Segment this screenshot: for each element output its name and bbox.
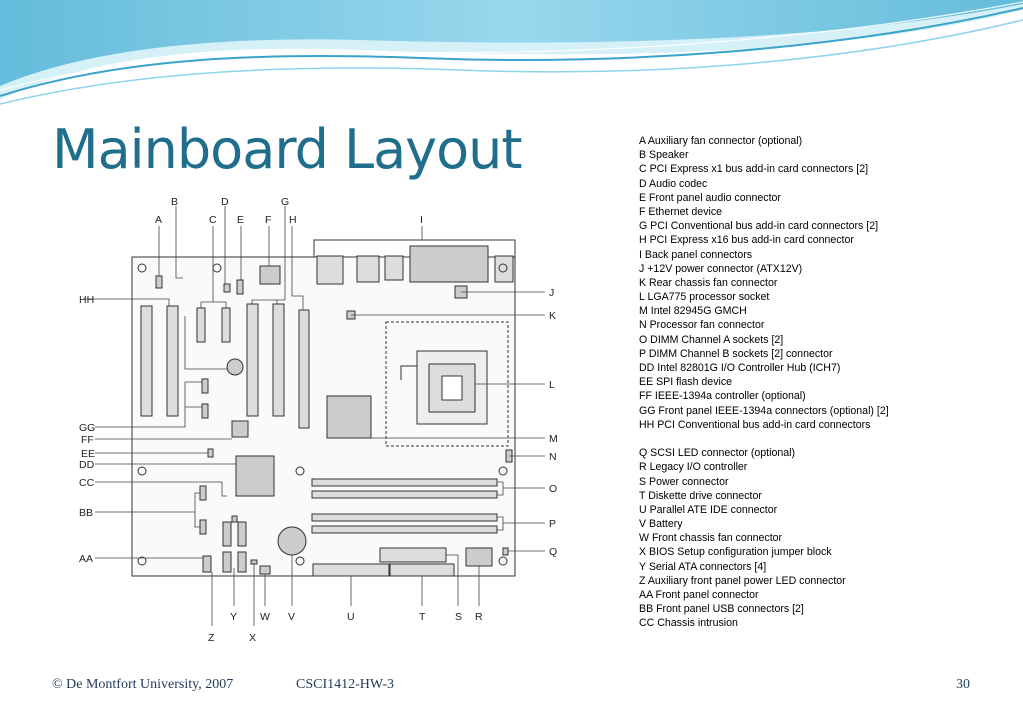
legend-item: J +12V power connector (ATX12V) xyxy=(639,262,803,275)
slide-header-wave xyxy=(0,0,1023,105)
board-label-top-6: F xyxy=(265,214,271,226)
board-label-bottom-4: T xyxy=(419,611,426,623)
legend-item: L LGA775 processor socket xyxy=(639,291,770,304)
board-label-bottom-7: Z xyxy=(208,632,215,644)
component-legend: A Auxiliary fan connector (optional) B S… xyxy=(639,134,1019,631)
board-label-bottom-0: Y xyxy=(230,611,237,623)
slide-title: Mainboard Layout xyxy=(52,118,523,181)
legend-item: CC Chassis intrusion xyxy=(639,617,738,630)
legend-item: F Ethernet device xyxy=(639,205,723,218)
board-label-right-0: J xyxy=(549,287,554,299)
legend-item: GG Front panel IEEE-1394a connectors (op… xyxy=(639,404,889,417)
legend-item: M Intel 82945G GMCH xyxy=(639,305,747,318)
legend-item: T Diskette drive connector xyxy=(639,489,762,502)
legend-item: R Legacy I/O controller xyxy=(639,461,748,474)
board-label-bottom-1: W xyxy=(260,611,270,623)
legend-item: U Parallel ATE IDE connector xyxy=(639,503,778,516)
board-label-top-1: D xyxy=(221,196,229,208)
board-label-bottom-6: R xyxy=(475,611,483,623)
board-label-left-2: FF xyxy=(81,434,94,446)
legend-item: V Battery xyxy=(639,518,683,531)
board-label-bottom-2: V xyxy=(288,611,295,623)
legend-item: P DIMM Channel B sockets [2] connector xyxy=(639,347,833,360)
legend-item: B Speaker xyxy=(639,149,689,162)
board-label-left-7: AA xyxy=(79,553,93,565)
legend-item: N Processor fan connector xyxy=(639,319,765,332)
board-label-top-8: I xyxy=(420,214,423,226)
board-label-left-6: BB xyxy=(79,507,93,519)
board-label-top-0: B xyxy=(171,196,178,208)
legend-item: Q SCSI LED connector (optional) xyxy=(639,447,796,460)
footer-page-number: 30 xyxy=(956,677,970,692)
legend-item: X BIOS Setup configuration jumper block xyxy=(639,546,832,559)
footer-copyright: © De Montfort University, 2007 xyxy=(52,677,234,692)
board-label-bottom-3: U xyxy=(347,611,355,623)
legend-item: H PCI Express x16 bus add-in card connec… xyxy=(639,234,854,247)
footer-course-code: CSCI1412-HW-3 xyxy=(296,677,394,692)
board-label-top-3: A xyxy=(155,214,162,226)
board-label-right-6: P xyxy=(549,518,556,530)
legend-item: I Back panel connectors xyxy=(639,248,753,261)
legend-item: S Power connector xyxy=(639,475,729,488)
legend-item: Y Serial ATA connectors [4] xyxy=(639,560,767,573)
board-label-right-3: M xyxy=(549,433,558,445)
board-label-top-7: H xyxy=(289,214,297,226)
board-label-top-5: E xyxy=(237,214,244,226)
board-label-left-4: DD xyxy=(79,459,95,471)
legend-item: DD Intel 82801G I/O Controller Hub (ICH7… xyxy=(639,362,841,374)
board-label-top-2: G xyxy=(281,196,289,208)
legend-item: W Front chassis fan connector xyxy=(639,532,783,545)
legend-item: HH PCI Conventional bus add-in card conn… xyxy=(639,418,871,431)
board-label-left-5: CC xyxy=(79,477,95,489)
legend-item: EE SPI flash device xyxy=(639,376,733,389)
board-label-right-4: N xyxy=(549,451,557,463)
legend-item: FF IEEE-1394a controller (optional) xyxy=(639,390,806,403)
legend-item: O DIMM Channel A sockets [2] xyxy=(639,333,784,346)
board-label-bottom-5: S xyxy=(455,611,462,623)
legend-item: BB Front panel USB connectors [2] xyxy=(639,603,804,616)
legend-spacer xyxy=(639,432,1019,446)
board-label-right-1: K xyxy=(549,310,556,322)
legend-item: Z Auxiliary front panel power LED connec… xyxy=(639,574,846,587)
board-label-top-4: C xyxy=(209,214,217,226)
legend-item: AA Front panel connector xyxy=(639,589,759,601)
legend-item: C PCI Express x1 bus add-in card connect… xyxy=(639,163,869,176)
board-label-right-5: O xyxy=(549,483,557,495)
mainboard-diagram: B D G A C E F H I HH GG FF EE DD CC BB A… xyxy=(55,196,600,654)
board-label-right-2: L xyxy=(549,379,555,391)
mainboard-drawing: B D G A C E F H I HH GG FF EE DD CC BB A… xyxy=(79,196,558,644)
legend-item: D Audio codec xyxy=(639,177,708,190)
legend-item: A Auxiliary fan connector (optional) xyxy=(639,135,803,147)
board-label-left-1: GG xyxy=(79,422,95,434)
board-label-right-7: Q xyxy=(549,546,557,558)
legend-item: E Front panel audio connector xyxy=(639,191,781,204)
legend-item: K Rear chassis fan connector xyxy=(639,276,778,289)
legend-item: G PCI Conventional bus add-in card conne… xyxy=(639,220,879,233)
board-label-left-3: EE xyxy=(81,448,95,460)
board-label-left-0: HH xyxy=(79,294,94,306)
board-label-bottom-8: X xyxy=(249,632,256,644)
